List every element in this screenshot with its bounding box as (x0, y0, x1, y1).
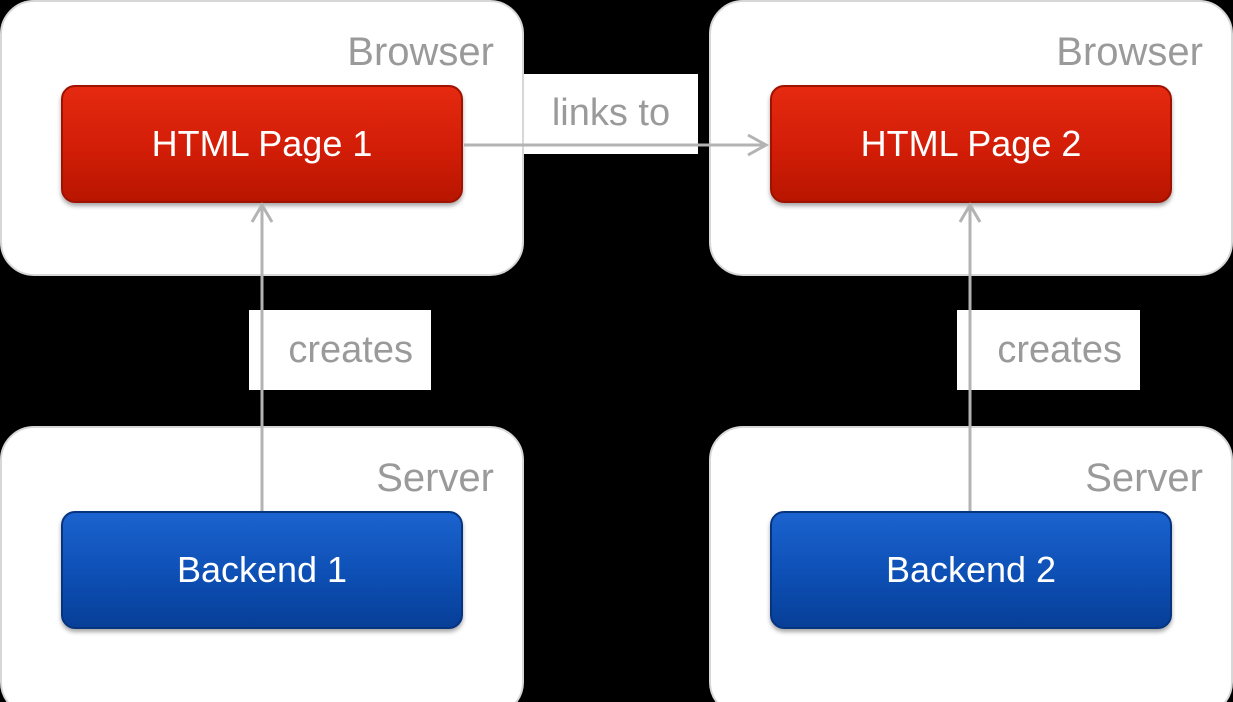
backend-2-label: Backend 2 (885, 549, 1057, 590)
backend-2-node: Backend 2 (770, 511, 1172, 629)
creates-right-arrow-head (958, 202, 982, 223)
creates-label: creates (997, 328, 1122, 371)
links-to-arrow-head (747, 133, 770, 157)
server-container-label: Server (376, 456, 494, 500)
backend-1-label: Backend 1 (176, 549, 348, 590)
edge-label-creates-left: creates (249, 310, 431, 390)
server-container-label: Server (1085, 456, 1203, 500)
html-page-2-label: HTML Page 2 (860, 123, 1082, 164)
html-page-2-node: HTML Page 2 (770, 85, 1172, 203)
creates-label: creates (288, 328, 413, 371)
creates-left-arrow-head (250, 202, 274, 223)
html-page-1-label: HTML Page 1 (151, 123, 373, 164)
links-to-label: links to (551, 92, 671, 134)
backend-1-node: Backend 1 (61, 511, 463, 629)
edge-label-links-to: links to (524, 74, 698, 154)
html-page-1-node: HTML Page 1 (61, 85, 463, 203)
browser-container-label: Browser (347, 30, 494, 74)
edge-label-creates-right: creates (957, 310, 1140, 390)
browser-container-label: Browser (1056, 30, 1203, 74)
